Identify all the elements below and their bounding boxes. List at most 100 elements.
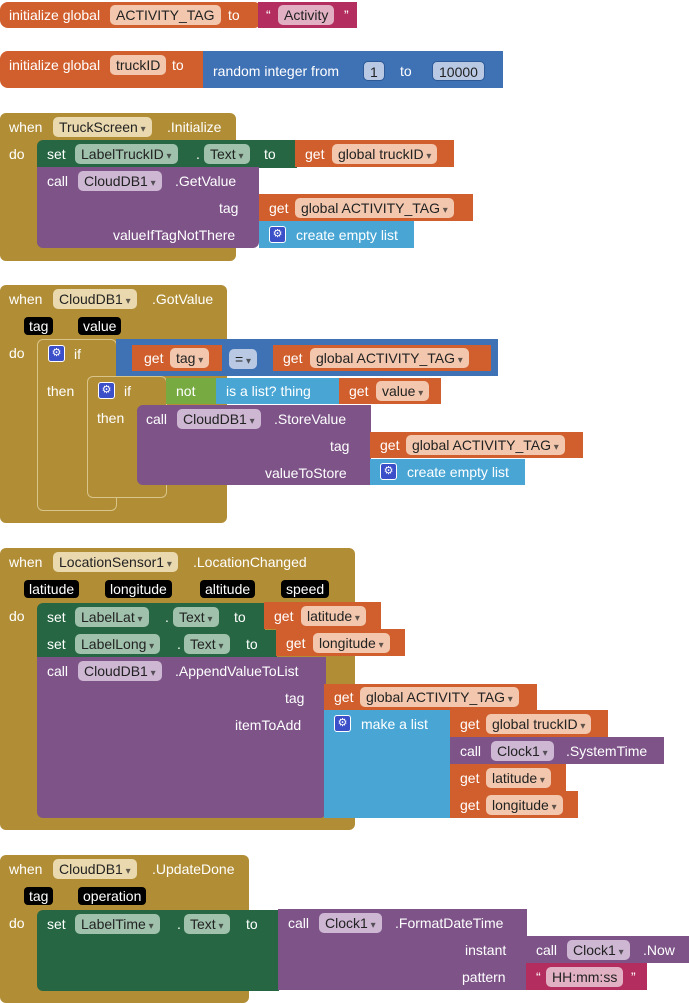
set-labellong-text-block[interactable]: set LabelLong . Text to bbox=[37, 630, 277, 657]
component-dropdown[interactable]: Clock1 bbox=[567, 940, 630, 960]
variable-dropdown[interactable]: global ACTIVITY_TAG bbox=[295, 198, 454, 218]
mutator-gear-icon[interactable]: ⚙ bbox=[98, 382, 115, 399]
component-dropdown[interactable]: TruckScreen bbox=[53, 117, 152, 137]
set-label: set bbox=[47, 609, 66, 625]
variable-dropdown[interactable]: value bbox=[376, 381, 430, 401]
get-label: get bbox=[286, 635, 306, 651]
variable-dropdown[interactable]: global ACTIVITY_TAG bbox=[310, 348, 469, 368]
get-global-activity-tag-block[interactable]: get global ACTIVITY_TAG bbox=[259, 194, 473, 221]
global-name-field[interactable]: ACTIVITY_TAG bbox=[110, 5, 221, 25]
get-longitude-block[interactable]: get longitude bbox=[450, 791, 578, 818]
variable-dropdown[interactable]: tag bbox=[170, 348, 210, 368]
get-tag-block[interactable]: get tag bbox=[132, 345, 222, 371]
init-global-truckid-block[interactable]: initialize global truckID to bbox=[0, 51, 210, 88]
global-name-field[interactable]: truckID bbox=[110, 55, 167, 75]
component-dropdown[interactable]: LabelTruckID bbox=[75, 144, 178, 164]
get-label: get bbox=[380, 437, 400, 453]
get-global-activity-tag-block[interactable]: get global ACTIVITY_TAG bbox=[324, 684, 537, 710]
method-name: .Now bbox=[643, 942, 675, 958]
open-quote: “ bbox=[536, 969, 541, 985]
event-param-tag[interactable]: tag bbox=[24, 887, 54, 905]
get-label: get bbox=[144, 350, 164, 366]
get-longitude-block[interactable]: get longitude bbox=[276, 629, 405, 656]
variable-dropdown[interactable]: longitude bbox=[313, 633, 390, 653]
if-label: if bbox=[74, 346, 81, 362]
event-param-tag[interactable]: tag bbox=[24, 317, 54, 335]
set-labeltime-text-block[interactable]: set LabelTime . Text to bbox=[37, 910, 279, 991]
event-param-value[interactable]: value bbox=[78, 317, 122, 335]
event-param-altitude[interactable]: altitude bbox=[200, 580, 256, 598]
get-global-truckid-block[interactable]: get global truckID bbox=[295, 140, 454, 167]
variable-dropdown[interactable]: global ACTIVITY_TAG bbox=[360, 687, 519, 707]
event-param-speed[interactable]: speed bbox=[281, 580, 330, 598]
component-dropdown[interactable]: CloudDB1 bbox=[78, 171, 162, 191]
then-label: then bbox=[97, 410, 125, 426]
get-label: get bbox=[460, 770, 480, 786]
property-dropdown[interactable]: Text bbox=[184, 914, 230, 934]
component-dropdown[interactable]: CloudDB1 bbox=[53, 859, 137, 879]
get-label: get bbox=[460, 797, 480, 813]
variable-dropdown[interactable]: longitude bbox=[486, 795, 563, 815]
property-dropdown[interactable]: Text bbox=[204, 144, 250, 164]
is-a-list-block[interactable]: is a list? thing bbox=[216, 378, 341, 404]
close-quote: ” bbox=[344, 7, 349, 23]
random-from-field[interactable]: 1 bbox=[363, 61, 385, 81]
clock1-now-block[interactable]: call Clock1 .Now bbox=[526, 936, 689, 963]
mutator-gear-icon[interactable]: ⚙ bbox=[380, 463, 397, 480]
get-global-truckid-block[interactable]: get global truckID bbox=[450, 710, 608, 737]
clock1-systemtime-block[interactable]: call Clock1 .SystemTime bbox=[450, 737, 664, 764]
get-label: get bbox=[460, 716, 480, 732]
text-string-block[interactable]: “ Activity ” bbox=[258, 2, 357, 28]
create-empty-list-block[interactable]: ⚙ create empty list bbox=[370, 459, 525, 485]
make-a-list-block[interactable]: ⚙ make a list bbox=[324, 710, 452, 818]
string-value-field[interactable]: HH:mm:ss bbox=[546, 967, 624, 987]
cloudDB1-getvalue-block[interactable]: call CloudDB1 .GetValue tag valueIfTagNo… bbox=[37, 167, 259, 248]
when-label: when bbox=[9, 861, 43, 877]
variable-dropdown[interactable]: global truckID bbox=[486, 714, 592, 734]
make-a-list-label: make a list bbox=[361, 716, 428, 732]
variable-dropdown[interactable]: latitude bbox=[301, 606, 366, 626]
string-value-field[interactable]: Activity bbox=[278, 5, 335, 25]
tag-param-label: tag bbox=[285, 690, 305, 706]
component-dropdown[interactable]: CloudDB1 bbox=[78, 661, 162, 681]
variable-dropdown[interactable]: latitude bbox=[486, 768, 551, 788]
event-param-operation[interactable]: operation bbox=[78, 887, 147, 905]
operator-dropdown[interactable]: = bbox=[229, 349, 257, 369]
set-label: set bbox=[47, 146, 66, 162]
clock1-formatdatetime-block[interactable]: call Clock1 .FormatDateTime instant patt… bbox=[278, 909, 527, 990]
component-dropdown[interactable]: LocationSensor1 bbox=[53, 552, 178, 572]
get-value-block[interactable]: get value bbox=[339, 378, 441, 404]
component-dropdown[interactable]: CloudDB1 bbox=[53, 289, 137, 309]
init-global-activity-tag-block[interactable]: initialize global ACTIVITY_TAG to bbox=[0, 2, 262, 28]
random-integer-block[interactable]: random integer from 1 to 10000 bbox=[203, 51, 503, 88]
variable-dropdown[interactable]: global truckID bbox=[332, 144, 438, 164]
set-labellat-text-block[interactable]: set LabelLat . Text to bbox=[37, 603, 265, 630]
property-dropdown[interactable]: Text bbox=[173, 607, 219, 627]
component-dropdown[interactable]: Clock1 bbox=[319, 913, 382, 933]
property-dropdown[interactable]: Text bbox=[184, 634, 230, 654]
set-labeltruckid-text-block[interactable]: set LabelTruckID . Text to bbox=[37, 140, 297, 168]
to-label: to bbox=[172, 57, 184, 73]
mutator-gear-icon[interactable]: ⚙ bbox=[48, 345, 65, 362]
get-global-activity-tag-block[interactable]: get global ACTIVITY_TAG bbox=[273, 345, 491, 371]
text-pattern-block[interactable]: “ HH:mm:ss ” bbox=[526, 963, 647, 990]
get-latitude-block[interactable]: get latitude bbox=[264, 602, 381, 629]
clouddb1-storevalue-block[interactable]: call CloudDB1 .StoreValue tag valueToSto… bbox=[137, 405, 371, 485]
variable-dropdown[interactable]: global ACTIVITY_TAG bbox=[406, 435, 565, 455]
mutator-gear-icon[interactable]: ⚙ bbox=[269, 226, 286, 243]
event-name: .GotValue bbox=[152, 291, 214, 307]
event-param-latitude[interactable]: latitude bbox=[24, 580, 80, 598]
get-global-activity-tag-block[interactable]: get global ACTIVITY_TAG bbox=[370, 432, 583, 458]
component-dropdown[interactable]: LabelTime bbox=[75, 914, 160, 934]
random-to-field[interactable]: 10000 bbox=[432, 61, 485, 81]
not-block[interactable]: not bbox=[166, 378, 218, 404]
component-dropdown[interactable]: LabelLong bbox=[75, 634, 161, 654]
mutator-gear-icon[interactable]: ⚙ bbox=[334, 715, 351, 732]
component-dropdown[interactable]: Clock1 bbox=[491, 741, 554, 761]
clouddb1-appendvaluetolist-block[interactable]: call CloudDB1 .AppendValueToList tag ite… bbox=[37, 657, 326, 818]
create-empty-list-block[interactable]: ⚙ create empty list bbox=[259, 221, 414, 248]
component-dropdown[interactable]: CloudDB1 bbox=[177, 409, 261, 429]
component-dropdown[interactable]: LabelLat bbox=[75, 607, 149, 627]
event-param-longitude[interactable]: longitude bbox=[105, 580, 172, 598]
get-latitude-block[interactable]: get latitude bbox=[450, 764, 566, 791]
